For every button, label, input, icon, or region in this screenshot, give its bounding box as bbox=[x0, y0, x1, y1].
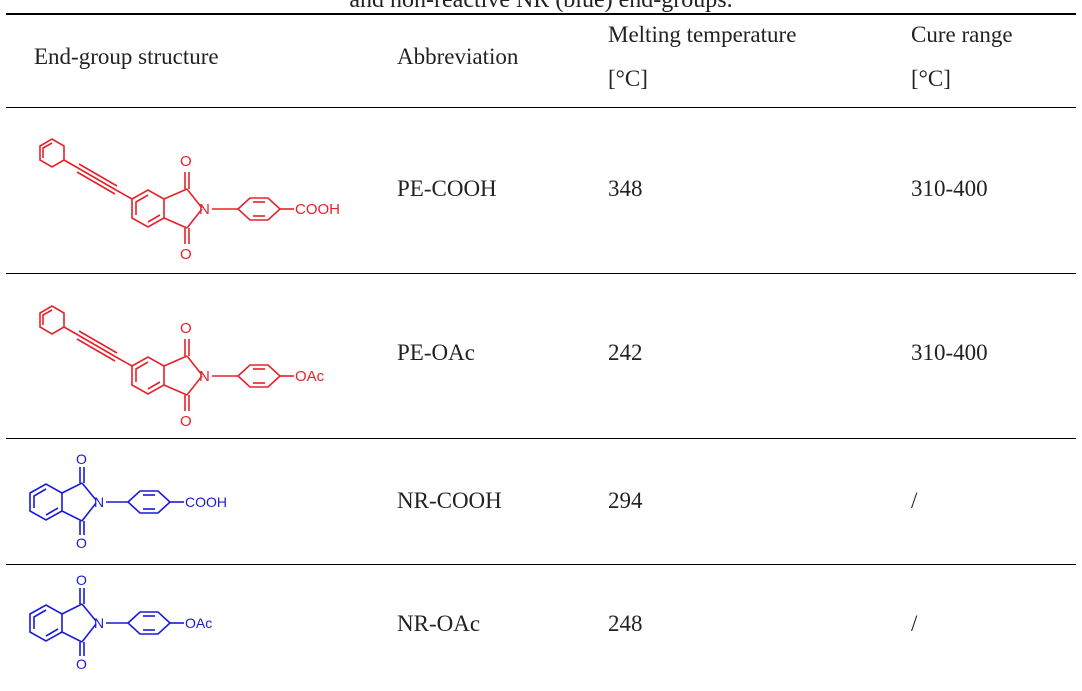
molecule-nr-cooh-icon: O O N COOH bbox=[29, 451, 227, 551]
structure-nr-oac: O O N OAc bbox=[12, 566, 372, 691]
header-melting-line1: Melting temperature bbox=[608, 22, 797, 47]
header-melting-line2: [°C] bbox=[608, 66, 648, 91]
svg-text:O: O bbox=[180, 320, 192, 337]
row-1-cure: 310-400 bbox=[911, 176, 988, 201]
structure-nr-cooh: O O N COOH bbox=[12, 445, 372, 570]
svg-text:N: N bbox=[199, 368, 210, 385]
svg-text:O: O bbox=[180, 246, 192, 263]
svg-text:N: N bbox=[94, 615, 104, 631]
svg-text:COOH: COOH bbox=[295, 201, 340, 218]
row-2-melting: 242 bbox=[608, 340, 643, 365]
svg-text:O: O bbox=[76, 572, 87, 588]
row-2-cure: 310-400 bbox=[911, 340, 988, 365]
row-3-cure: / bbox=[911, 488, 918, 513]
row-1-abbreviation: PE-COOH bbox=[397, 176, 497, 201]
header-cure-line1: Cure range bbox=[911, 22, 1013, 47]
svg-text:O: O bbox=[76, 535, 87, 551]
row-3-abbreviation: NR-COOH bbox=[397, 488, 502, 513]
row-1-melting: 348 bbox=[608, 176, 643, 201]
svg-text:OAc: OAc bbox=[185, 615, 212, 631]
header-abbreviation: Abbreviation bbox=[397, 44, 519, 69]
row-2-rule bbox=[6, 438, 1076, 439]
row-1-rule bbox=[6, 273, 1076, 274]
table-caption: and non-reactive NR (blue) end-groups. bbox=[349, 0, 733, 13]
header-structure: End-group structure bbox=[34, 44, 219, 69]
row-3-melting: 294 bbox=[608, 488, 643, 513]
row-2-abbreviation: PE-OAc bbox=[397, 340, 475, 365]
svg-text:N: N bbox=[199, 201, 210, 218]
header-cure-line2: [°C] bbox=[911, 66, 951, 91]
svg-text:O: O bbox=[180, 153, 192, 170]
molecule-nr-oac-icon: O O N OAc bbox=[29, 572, 212, 672]
molecule-pe-oac-icon: O O N OAc bbox=[39, 305, 325, 430]
row-3-rule bbox=[6, 564, 1076, 565]
svg-text:COOH: COOH bbox=[185, 494, 227, 510]
row-4-melting: 248 bbox=[608, 611, 643, 636]
molecule-pe-cooh-icon: O O N COOH bbox=[39, 138, 340, 263]
svg-text:O: O bbox=[76, 656, 87, 672]
header-rule bbox=[6, 107, 1076, 108]
row-4-cure: / bbox=[911, 611, 918, 636]
svg-text:O: O bbox=[76, 451, 87, 467]
top-rule bbox=[6, 13, 1076, 15]
svg-text:N: N bbox=[94, 494, 104, 510]
svg-text:OAc: OAc bbox=[295, 368, 325, 385]
structure-pe-oac: O O N OAc bbox=[12, 283, 372, 438]
row-4-abbreviation: NR-OAc bbox=[397, 611, 481, 636]
structure-pe-cooh: O O N COOH bbox=[12, 116, 372, 271]
svg-text:O: O bbox=[180, 413, 192, 430]
